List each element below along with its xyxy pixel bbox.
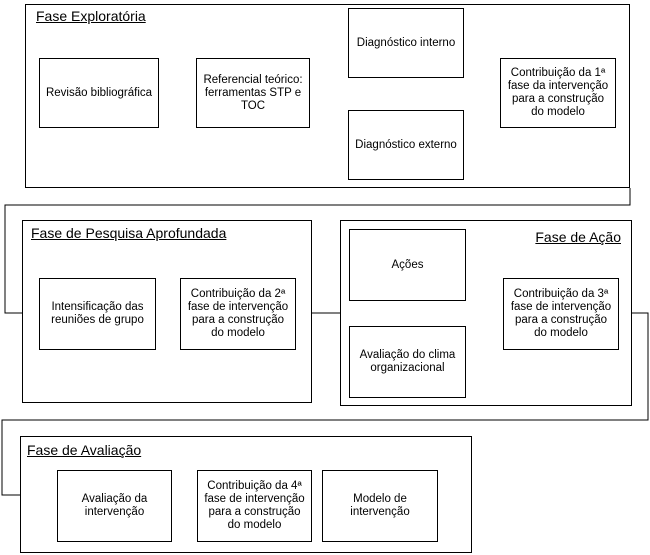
- box-intensificacao-reunioes: Intensificação das reuniões de grupo: [39, 278, 156, 350]
- box-avaliacao-clima: Avaliação do clima organizacional: [349, 326, 466, 398]
- box-diagnostico-interno: Diagnóstico interno: [348, 8, 464, 78]
- box-contribuicao-2: Contribuição da 2ª fase de intervenção p…: [180, 278, 296, 350]
- box-contribuicao-3: Contribuição da 3ª fase de intervenção p…: [503, 278, 619, 350]
- phase-title-exploratoria: Fase Exploratória: [36, 8, 146, 24]
- phase-title-avaliacao: Fase de Avaliação: [27, 442, 142, 458]
- box-avaliacao-intervencao: Avaliação da intervenção: [57, 470, 172, 542]
- box-diagnostico-externo: Diagnóstico externo: [348, 110, 464, 180]
- box-referencial-teorico: Referencial teórico: ferramentas STP e T…: [196, 58, 310, 128]
- phase-title-acao: Fase de Ação: [535, 229, 621, 245]
- box-acoes: Ações: [349, 229, 466, 301]
- connector-acao-to-avaliacao: [1, 312, 649, 496]
- phase-title-pesquisa: Fase de Pesquisa Aprofundada: [31, 225, 227, 241]
- box-contribuicao-1: Contribuição da 1ª fase da intervenção p…: [500, 58, 616, 128]
- box-modelo-intervencao: Modelo de intervenção: [322, 470, 438, 542]
- connector-exploratoria-to-pesquisa: [4, 188, 631, 314]
- box-revisao-bibliografica: Revisão bibliográfica: [39, 58, 159, 128]
- box-contribuicao-4: Contribuição da 4ª fase de intervenção p…: [197, 470, 312, 542]
